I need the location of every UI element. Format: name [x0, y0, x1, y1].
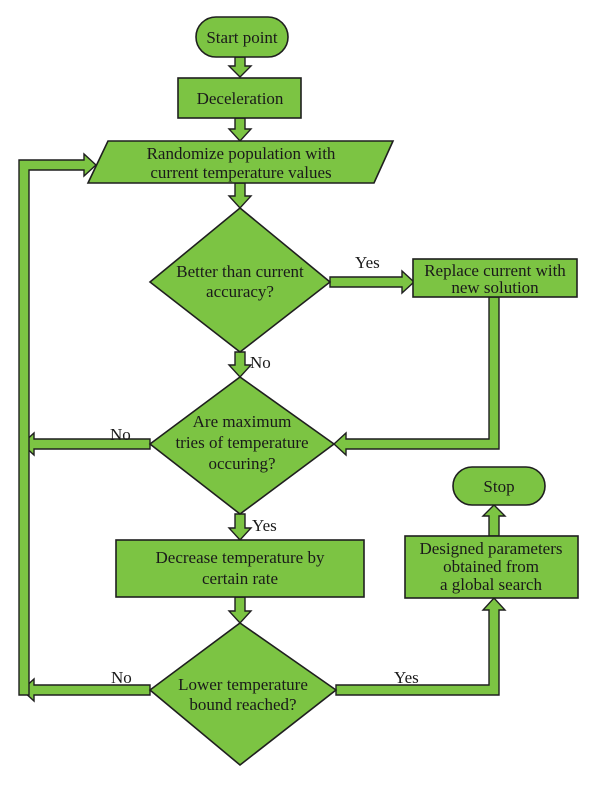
- randomize-label-line2: current temperature values: [150, 163, 331, 182]
- arrow-loop-to-randomize: [18, 152, 98, 696]
- designed-label-line3: a global search: [440, 575, 542, 594]
- better-label-line1: Better than current: [176, 262, 304, 281]
- designed-label-line2: obtained from: [443, 557, 539, 576]
- lowerbound-label-line1: Lower temperature: [178, 675, 308, 694]
- edge-label-lowerbound-yes: Yes: [394, 668, 419, 687]
- randomize-label-line1: Randomize population with: [147, 144, 336, 163]
- maxtries-label-line1: Are maximum: [193, 412, 292, 431]
- deceleration-box: [177, 77, 302, 119]
- decrease-box: [115, 539, 365, 598]
- decrease-label-line1: Decrease temperature by: [156, 548, 325, 567]
- arrow-deceleration-to-randomize: [227, 117, 253, 143]
- designed-label-line1: Designed parameters: [419, 539, 562, 558]
- arrow-maxtries-to-decrease: [227, 513, 253, 542]
- arrow-lowerbound-to-designed: [335, 596, 507, 696]
- maxtries-label-line3: occuring?: [208, 454, 275, 473]
- start-label: Start point: [206, 28, 278, 47]
- edge-label-lowerbound-no: No: [111, 668, 132, 687]
- designed-box: [404, 535, 579, 599]
- better-label-line2: accuracy?: [206, 282, 274, 301]
- replace-label-line1: Replace current with: [424, 261, 566, 280]
- replace-label-line2: new solution: [451, 278, 539, 297]
- edge-label-better-yes: Yes: [355, 253, 380, 272]
- arrow-better-to-replace: [329, 269, 416, 295]
- arrow-randomize-to-better: [227, 182, 253, 210]
- arrow-better-to-maxtries: [227, 351, 253, 379]
- stop-terminal: [452, 466, 546, 506]
- stop-label: Stop: [483, 477, 514, 496]
- decrease-label-line2: certain rate: [202, 569, 278, 588]
- better-decision: [148, 206, 332, 354]
- arrow-designed-to-stop: [481, 504, 507, 537]
- edge-label-better-no: No: [250, 353, 271, 372]
- start-terminal: [195, 16, 289, 58]
- arrow-replace-to-maxtries: [332, 296, 500, 457]
- edge-label-maxtries-yes: Yes: [252, 516, 277, 535]
- edge-label-maxtries-no: No: [110, 425, 131, 444]
- arrow-maxtries-to-loop: [20, 431, 151, 457]
- maxtries-label-line2: tries of temperature: [175, 433, 308, 452]
- arrow-start-to-deceleration: [227, 56, 253, 78]
- lowerbound-decision: [148, 622, 338, 767]
- arrow-decrease-to-lowerbound: [227, 596, 253, 625]
- replace-box: [412, 258, 578, 298]
- maxtries-decision: [148, 376, 336, 516]
- randomize-parallelogram: [86, 140, 395, 184]
- lowerbound-label-line2: bound reached?: [189, 695, 296, 714]
- deceleration-label: Deceleration: [197, 89, 284, 108]
